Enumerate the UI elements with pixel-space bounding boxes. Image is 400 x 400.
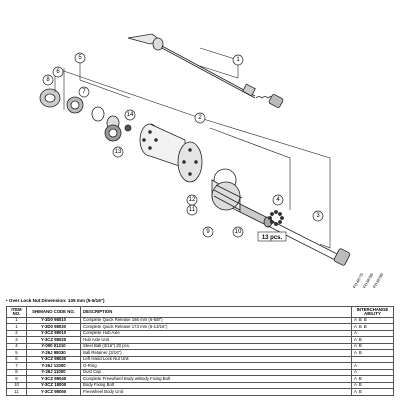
callout-4: 4	[276, 197, 280, 203]
hub-axle	[267, 219, 351, 266]
cell-ia: A B	[351, 388, 394, 396]
parts-table-header: ITEM NO. SHIMANO CODE NO. DESCRIPTION IN…	[6, 306, 394, 318]
small-washer	[124, 124, 132, 132]
cell-ia: A B B	[351, 323, 394, 331]
callouts	[42, 52, 324, 238]
cell-ia: A B	[351, 349, 394, 357]
steel-balls	[268, 210, 284, 226]
dimension-note: • Over Lock Nut Dimension: 135 mm (5-5/1…	[6, 298, 105, 303]
header-interchange: INTERCHANGE ABILITY	[351, 306, 394, 318]
callout-7: 7	[82, 89, 86, 95]
callout-8: 8	[46, 77, 50, 83]
pcs-label-box	[257, 231, 287, 242]
header-description: DESCRIPTION	[80, 306, 352, 318]
exploded-hub-diagram: 1 2 3 4 5 6 7 8 9 10 11 12 13 14 13 pcs.	[39, 33, 351, 266]
cell-ia: A B	[351, 381, 394, 390]
callout-5: 5	[78, 55, 82, 61]
cell-code: Y-3CZ 98050	[26, 388, 81, 396]
o-ring-part	[91, 106, 105, 122]
callout-9: 9	[206, 229, 210, 235]
cell-ia: A B	[351, 375, 394, 383]
freewheel-body	[211, 179, 243, 213]
quick-release-skewer	[127, 33, 284, 108]
callout-6: 6	[56, 69, 60, 75]
pcs-label: 13 pcs.	[262, 235, 283, 241]
callout-3: 3	[316, 213, 320, 219]
cell-ia: A	[351, 362, 394, 370]
cell-ia: A B B	[351, 316, 394, 325]
cell-ia: A	[351, 368, 394, 377]
callout-2: 2	[198, 115, 202, 121]
callout-14: 14	[127, 112, 134, 118]
callout-11: 11	[189, 207, 196, 213]
callout-12: 12	[189, 197, 196, 203]
cell-item: 11	[6, 388, 27, 396]
cell-ia	[351, 355, 394, 364]
hub-shell	[139, 123, 203, 183]
cell-ia: A	[351, 329, 394, 338]
header-code-no: SHIMANO CODE NO.	[26, 306, 81, 318]
callout-13: 13	[115, 149, 122, 155]
body-fixing-bolt	[239, 203, 273, 228]
cell-desc: Freewheel Body Unit	[80, 388, 352, 396]
cell-ia: A B	[351, 336, 394, 344]
cell-ia: A B	[351, 342, 394, 351]
header-item-no: ITEM NO.	[6, 306, 27, 318]
lock-nut-part	[66, 96, 84, 114]
ball-retainer-left	[104, 124, 122, 142]
callout-1: 1	[236, 57, 240, 63]
parts-table: ITEM NO. SHIMANO CODE NO. DESCRIPTION IN…	[6, 306, 394, 396]
dust-cap-part	[39, 88, 61, 108]
callout-10: 10	[235, 229, 242, 235]
